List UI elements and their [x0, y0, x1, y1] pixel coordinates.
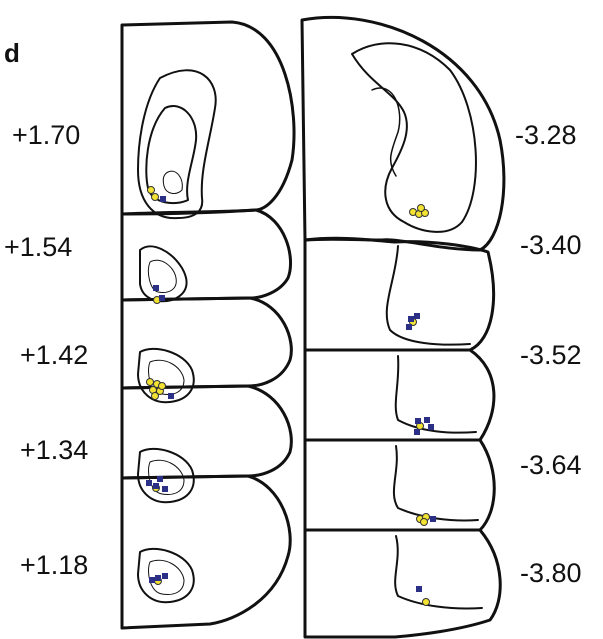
right-4-inner	[392, 445, 479, 522]
square-marker	[149, 577, 155, 583]
right-column-inner-structures	[351, 42, 483, 610]
right-coordinate-3: -3.52	[520, 340, 582, 370]
square-marker	[157, 476, 163, 482]
right-coordinate-2: -3.40	[520, 230, 582, 260]
left-1-ventricle	[162, 170, 183, 194]
circle-marker	[417, 204, 425, 212]
right-section-3-outline	[303, 348, 496, 442]
circle-markers	[146, 186, 430, 606]
left-coordinate-4: +1.34	[20, 435, 89, 465]
square-marker	[153, 483, 159, 489]
left-1-inner-core	[145, 105, 198, 205]
left-1-inner-outer	[137, 69, 217, 220]
right-3-inner	[394, 355, 477, 434]
right-section-5-outline	[303, 528, 502, 639]
left-column-sections	[120, 20, 296, 630]
square-markers	[146, 196, 436, 592]
square-marker	[414, 429, 420, 435]
right-1-cortex-inner	[351, 42, 477, 233]
right-1-hippocampal-fold	[371, 87, 401, 177]
square-marker	[168, 393, 174, 399]
square-marker	[162, 573, 168, 579]
square-marker	[424, 417, 430, 423]
right-coordinate-5: -3.80	[520, 558, 582, 588]
right-column-sections	[300, 15, 506, 639]
panel-label: d	[4, 38, 20, 68]
circle-marker	[420, 518, 428, 526]
left-section-2-outline	[120, 208, 293, 302]
square-marker	[406, 324, 412, 330]
square-marker	[408, 316, 414, 322]
right-coordinate-1: -3.28	[515, 120, 577, 150]
circle-marker	[147, 186, 155, 194]
right-section-4-outline	[303, 438, 496, 532]
square-marker	[416, 586, 422, 592]
circle-marker	[158, 382, 166, 390]
square-marker	[414, 313, 420, 319]
right-coordinate-4: -3.64	[520, 450, 582, 480]
square-marker	[162, 486, 168, 492]
left-coordinate-5: +1.18	[20, 550, 89, 580]
left-section-5-outline	[120, 474, 292, 630]
square-marker	[415, 418, 421, 424]
right-section-2-outline	[303, 236, 495, 352]
left-column-inner-structures	[137, 69, 217, 604]
square-marker	[153, 285, 159, 291]
square-marker	[428, 424, 434, 430]
square-marker	[430, 516, 436, 522]
left-2-inner-outer	[139, 245, 188, 303]
circle-marker	[151, 392, 159, 400]
left-5-inner-outer	[137, 547, 195, 604]
left-section-4-outline	[120, 384, 293, 480]
right-5-inner	[394, 535, 483, 610]
circle-marker	[146, 378, 154, 386]
left-coordinate-1: +1.70	[12, 120, 81, 150]
square-marker	[146, 480, 152, 486]
left-section-3-outline	[120, 296, 293, 390]
left-coordinate-2: +1.54	[4, 232, 73, 262]
square-marker	[160, 196, 166, 202]
left-4-inner-outer	[137, 447, 195, 504]
square-marker	[155, 575, 161, 581]
circle-marker	[151, 193, 159, 201]
left-3-inner-outer	[137, 347, 195, 404]
right-2-inner	[385, 245, 471, 346]
left-2-inner-core	[147, 259, 177, 293]
left-coordinate-3: +1.42	[20, 340, 89, 370]
circle-marker	[422, 598, 430, 606]
square-marker	[159, 295, 165, 301]
